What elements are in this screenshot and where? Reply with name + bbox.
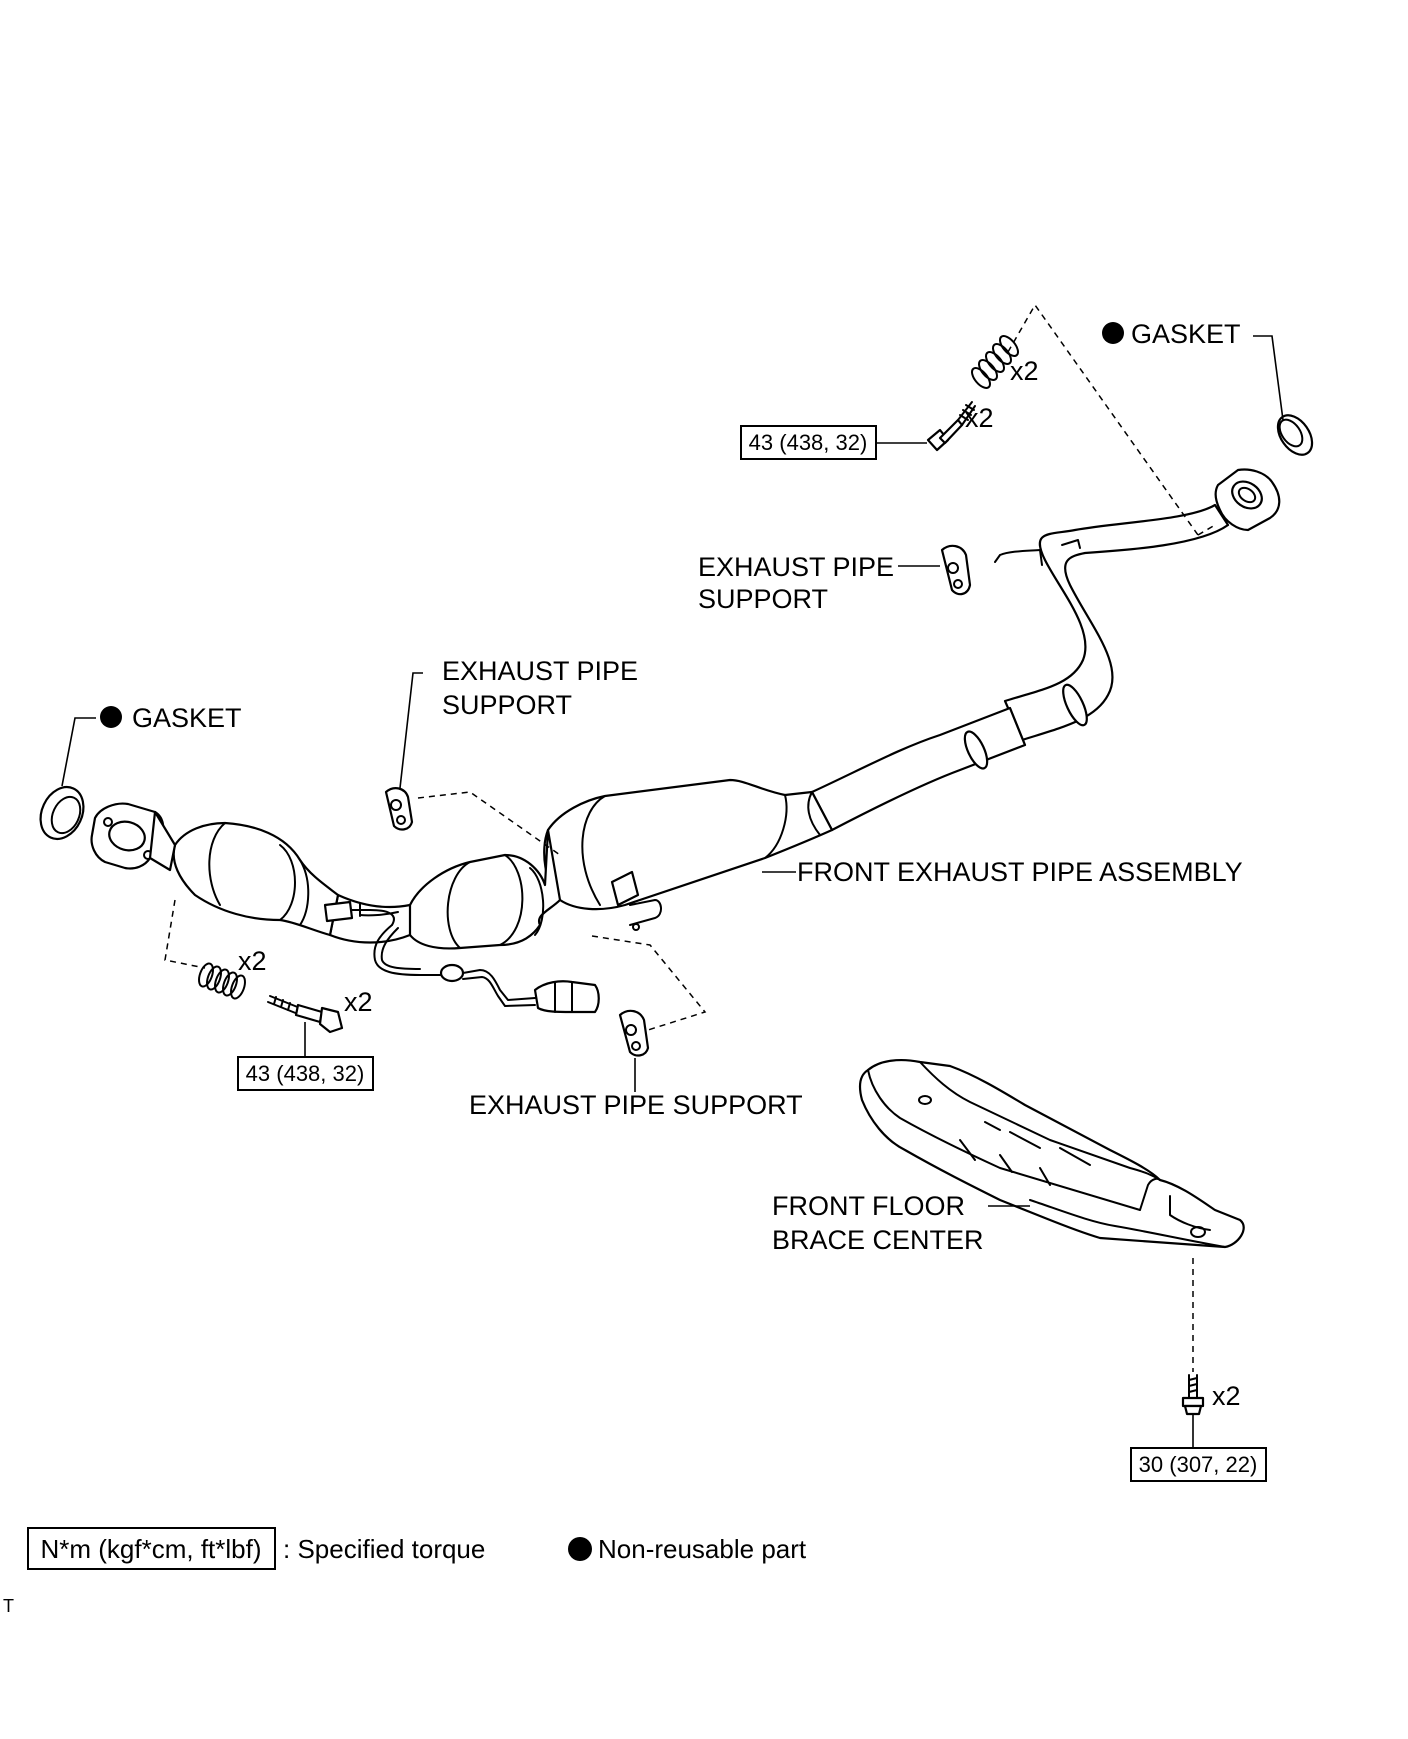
bolt-brace-qty: x2 (1212, 1381, 1241, 1411)
main-converter (543, 778, 834, 911)
legend: N*m (kgf*cm, ft*lbf) : Specified torque … (27, 1527, 807, 1570)
legend-torque-unit: N*m (kgf*cm, ft*lbf) (40, 1534, 261, 1564)
torque-box-top: 43 (438, 32) (740, 425, 877, 460)
legend-torque-box (27, 1527, 276, 1570)
exhaust-pipe-support-top (384, 787, 414, 831)
front-floor-brace-center (858, 1059, 1245, 1249)
floor-brace-label-line1: FRONT FLOOR (772, 1191, 965, 1221)
leader-lines (61, 335, 1284, 1448)
support-bottom-label: EXHAUST PIPE SUPPORT (469, 1090, 803, 1120)
sensor-harness (373, 924, 600, 1014)
rear-bracket (994, 549, 1043, 566)
legend-torque-desc: : Specified torque (283, 1534, 485, 1564)
bolt-top-qty: x2 (965, 403, 994, 433)
rear-flange (1214, 468, 1281, 532)
exhaust-pipe-support-bottom (618, 1009, 650, 1057)
spring-top-qty: x2 (1010, 356, 1039, 386)
front-converter (403, 828, 562, 950)
filled-circle-icon (568, 1537, 592, 1561)
install-guide-lines (164, 303, 1216, 1372)
spring-left-qty: x2 (238, 946, 267, 976)
middle-pipe (810, 706, 1027, 832)
converter-bracket (610, 870, 640, 907)
gasket-rear (1276, 414, 1314, 456)
support-right-label-line2: SUPPORT (698, 584, 828, 614)
gasket-rear-label: GASKET (1131, 319, 1241, 349)
torque-brace-value: 30 (307, 22) (1139, 1452, 1258, 1477)
bolt-top (926, 401, 976, 452)
support-top-label-line2: SUPPORT (442, 690, 572, 720)
front-exhaust-pipe-label: FRONT EXHAUST PIPE ASSEMBLY (797, 857, 1243, 887)
bolt-left-qty: x2 (344, 987, 373, 1017)
non-reusable-mark-rear (1102, 322, 1124, 344)
corner-mark: T (3, 1596, 14, 1616)
torque-box-left: 43 (438, 32) (237, 1056, 374, 1091)
bolt-brace (1181, 1374, 1205, 1416)
front-flange (90, 802, 177, 872)
rear-pipe-bend (1003, 503, 1230, 742)
floor-brace-label-line2: BRACE CENTER (772, 1225, 984, 1255)
connector (533, 980, 600, 1014)
legend-nonreusable-desc: Non-reusable part (598, 1534, 807, 1564)
front-exhaust-pipe-assembly (90, 468, 1281, 1014)
torque-top-value: 43 (438, 32) (749, 430, 868, 455)
gasket-front (39, 786, 85, 840)
bolt-left (267, 995, 344, 1034)
support-top-label-line1: EXHAUST PIPE (442, 656, 638, 686)
gasket-front-label: GASKET (132, 703, 242, 733)
torque-left-value: 43 (438, 32) (246, 1061, 365, 1086)
exhaust-pipe-support-right (940, 544, 972, 596)
spring-left (198, 962, 246, 1000)
non-reusable-mark-front (100, 706, 122, 728)
spring-top (971, 335, 1019, 389)
inlet-converter (172, 821, 340, 937)
torque-box-brace: 30 (307, 22) (1130, 1447, 1267, 1482)
support-right-label-line1: EXHAUST PIPE (698, 552, 894, 582)
